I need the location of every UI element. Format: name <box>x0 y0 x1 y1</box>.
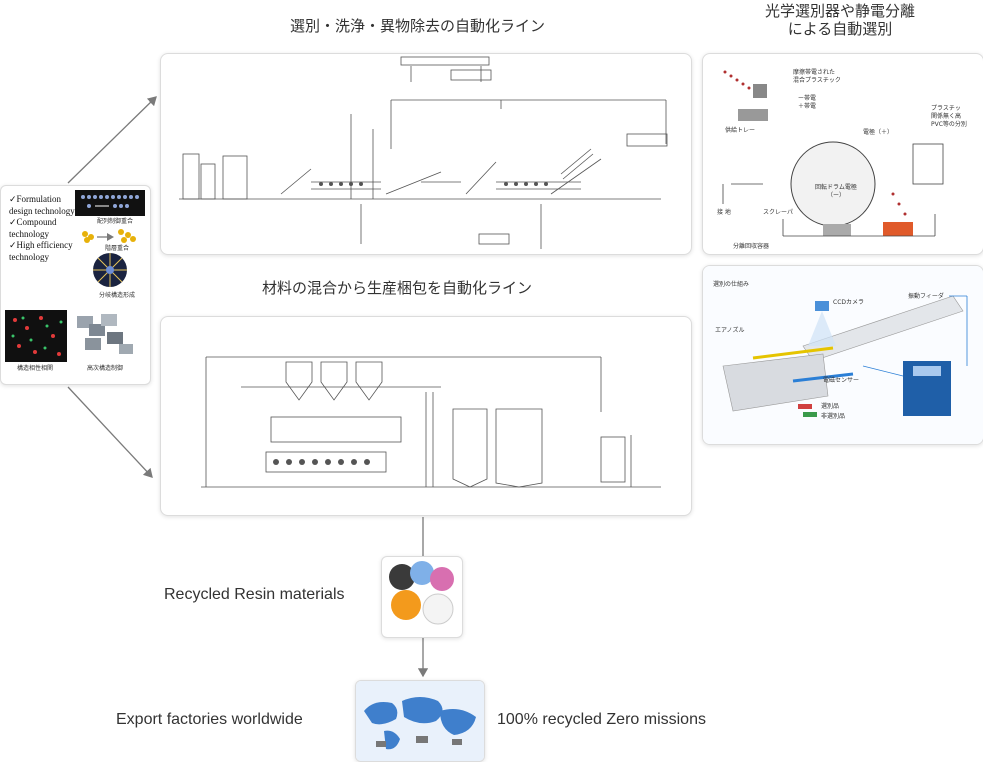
cleaning-line-card <box>160 53 692 255</box>
export-worldwide-image <box>355 680 485 762</box>
label-neg: ー帯電 <box>798 94 816 102</box>
label-mechanism: 選別の仕組み <box>713 280 749 288</box>
label-mixed: 混合プラスチック <box>793 76 841 84</box>
sorting-title-line1: 光学選別器や静電分離 <box>764 2 915 20</box>
caption-branch: 分岐構造形成 <box>99 291 135 299</box>
label-rejected: 非選別品 <box>821 412 845 420</box>
label-electrode: 電極（＋） <box>863 128 893 136</box>
tech-item-compound: ✓Compound technology <box>9 217 57 239</box>
arrow-to-mixing-line <box>67 386 153 478</box>
tech-illustrations: 配列制御重合 階層重合 分岐構造形成 <box>75 190 145 299</box>
label-ground: 接 地 <box>717 208 731 216</box>
sorting-title-line2: による自動選別 <box>787 20 893 38</box>
optical-sorter-card: 選別の仕組み CCDカメラ 振動フィーダ エアノズル 電磁センサー 選別品 非選… <box>702 265 983 445</box>
label-camera: CCDカメラ <box>833 299 864 306</box>
label-plastic2: 関係無く高 <box>931 112 961 120</box>
mixing-line-drawing <box>201 356 661 488</box>
tech-item-efficiency: ✓High efficiency technology <box>9 240 73 262</box>
label-pos: ＋帯電 <box>798 102 816 110</box>
tech-item-formulation: ✓Formulation design technology <box>9 194 75 216</box>
mixing-line-card <box>160 316 692 516</box>
cleaning-line-title: 選別・洗浄・異物除去の自動化ライン <box>290 17 546 35</box>
world-map-icon <box>356 681 484 761</box>
label-plastic1: プラスチッ <box>931 105 961 112</box>
caption-structure: 構造相性相関 <box>17 364 53 372</box>
caption-sequence: 配列制御重合 <box>97 217 133 225</box>
label-feeder: 振動フィーダ <box>908 292 944 300</box>
resin-pellets-icon <box>389 561 454 625</box>
label-friction: 摩擦帯電された <box>793 68 835 76</box>
recycled-resin-label: Recycled Resin materials <box>164 586 345 603</box>
label-scraper: スクレーパ <box>763 209 793 216</box>
resin-materials-image <box>381 556 463 638</box>
technology-card: ✓Formulation design technology ✓Compound… <box>0 185 151 385</box>
label-selected: 選別品 <box>821 402 839 410</box>
optical-diagram: 選別の仕組み CCDカメラ 振動フィーダ エアノズル 電磁センサー 選別品 非選… <box>703 266 983 444</box>
label-tray: 供給トレー <box>725 126 755 134</box>
label-drum-neg: （ー） <box>827 192 845 199</box>
label-plastic3: PVC等の分別 <box>931 120 967 128</box>
arrow-to-cleaning-line <box>67 96 157 184</box>
technology-list: ✓Formulation design technology ✓Compound… <box>9 194 75 263</box>
label-drum: 回転ドラム電極 <box>815 183 857 191</box>
caption-higher-order: 高次構造制御 <box>87 364 123 372</box>
cleaning-line-drawing <box>179 56 668 249</box>
caption-hierarchy: 階層重合 <box>105 244 129 252</box>
label-nozzle: エアノズル <box>715 326 744 334</box>
label-sensor: 電磁センサー <box>823 376 859 384</box>
export-factories-label: Export factories worldwide <box>116 711 303 728</box>
tech-photos: 構造相性相関 高次構造制御 <box>5 310 133 372</box>
electrostatic-separator-card: 摩擦帯電された 混合プラスチック ー帯電 ＋帯電 供給トレー 電極（＋） プラス… <box>702 53 983 255</box>
zero-emissions-label: 100% recycled Zero missions <box>497 711 706 728</box>
mixing-line-title: 材料の混合から生産梱包を自動化ライン <box>262 279 533 297</box>
label-collector: 分離回収容器 <box>733 242 769 250</box>
electrostatic-diagram: 摩擦帯電された 混合プラスチック ー帯電 ＋帯電 供給トレー 電極（＋） プラス… <box>717 68 967 250</box>
